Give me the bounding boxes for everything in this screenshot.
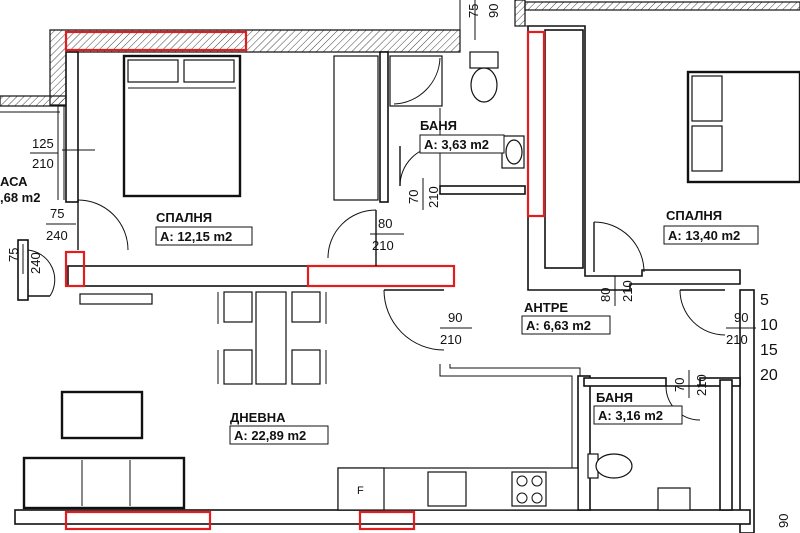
double-bed-left: [122, 54, 242, 198]
dimension-labels: 125 210 75 240 75 240 80 210 70 210 90 2…: [6, 4, 791, 528]
dim-bath-door-h: 210: [426, 186, 441, 208]
scale-mark-10: 10: [760, 317, 778, 334]
sofa: [22, 456, 186, 510]
dim-door-left-vert-w: 75: [6, 248, 21, 262]
fridge-label: F: [357, 485, 364, 497]
living-name: ДНЕВНА: [230, 410, 286, 425]
scale-mark-20: 20: [760, 367, 778, 384]
tv-stand: [79, 293, 153, 305]
sink-top: [501, 135, 525, 169]
dim-small-bath-door-h: 210: [694, 374, 709, 396]
dim-living-door-h: 210: [440, 332, 462, 347]
sink-small: [657, 487, 691, 511]
dim-bath-door-w: 70: [406, 190, 421, 204]
interior-walls: [65, 0, 741, 511]
dim-door-terrace-h: 240: [46, 228, 68, 243]
bathroom-small-name: БАНЯ: [596, 390, 633, 405]
terrace-area-label: ,68 m2: [0, 190, 40, 205]
living-area: A: 22,89 m2: [234, 428, 306, 443]
hallway-area: A: 6,63 m2: [526, 318, 591, 333]
dim-top-h: 90: [486, 4, 501, 18]
dim-bedroom-door-h: 210: [372, 238, 394, 253]
dim-small-bath-door-w: 70: [672, 378, 687, 392]
bathroom-small-area: A: 3,16 m2: [598, 408, 663, 423]
hallway-name: АНТРЕ: [524, 300, 568, 315]
bedroom-right-area: A: 13,40 m2: [668, 228, 740, 243]
dim-right-bed-door-w: 80: [598, 288, 613, 302]
coffee-table: [60, 390, 144, 440]
bedroom-left-area: A: 12,15 m2: [160, 229, 232, 244]
bedroom-right-name: СПАЛНЯ: [666, 208, 722, 223]
dim-living-door-w: 90: [448, 310, 462, 325]
dim-entry-door-w: 90: [734, 310, 748, 325]
bedroom-left-name: СПАЛНЯ: [156, 210, 212, 225]
dining-table: [217, 291, 327, 385]
dim-bottom-right: 90: [776, 514, 791, 528]
bathroom-top-area: A: 3,63 m2: [424, 137, 489, 152]
scale-mark-15: 15: [760, 342, 778, 359]
dim-window-left-h: 210: [32, 156, 54, 171]
scale-marks: 5 10 15 20: [760, 292, 778, 384]
bathroom-top-name: БАНЯ: [420, 118, 457, 133]
terrace-label: АСА: [0, 174, 28, 189]
shower: [389, 55, 443, 107]
wardrobe-left: [333, 55, 379, 201]
dim-right-bed-door-h: 210: [620, 280, 635, 302]
dim-top-w: 75: [466, 4, 481, 18]
scale-mark-5: 5: [760, 292, 769, 309]
dim-window-left-w: 125: [32, 136, 54, 151]
dim-bedroom-door-w: 80: [378, 216, 392, 231]
toilet-small: [587, 453, 633, 479]
highlighted-openings: [64, 30, 546, 531]
toilet-top: [469, 51, 499, 103]
dim-door-left-vert-h: 240: [28, 252, 43, 274]
kitchen-counter: [337, 467, 579, 511]
dim-entry-door-h: 210: [726, 332, 748, 347]
double-bed-right: [686, 70, 800, 184]
dim-door-terrace-w: 75: [50, 206, 64, 221]
